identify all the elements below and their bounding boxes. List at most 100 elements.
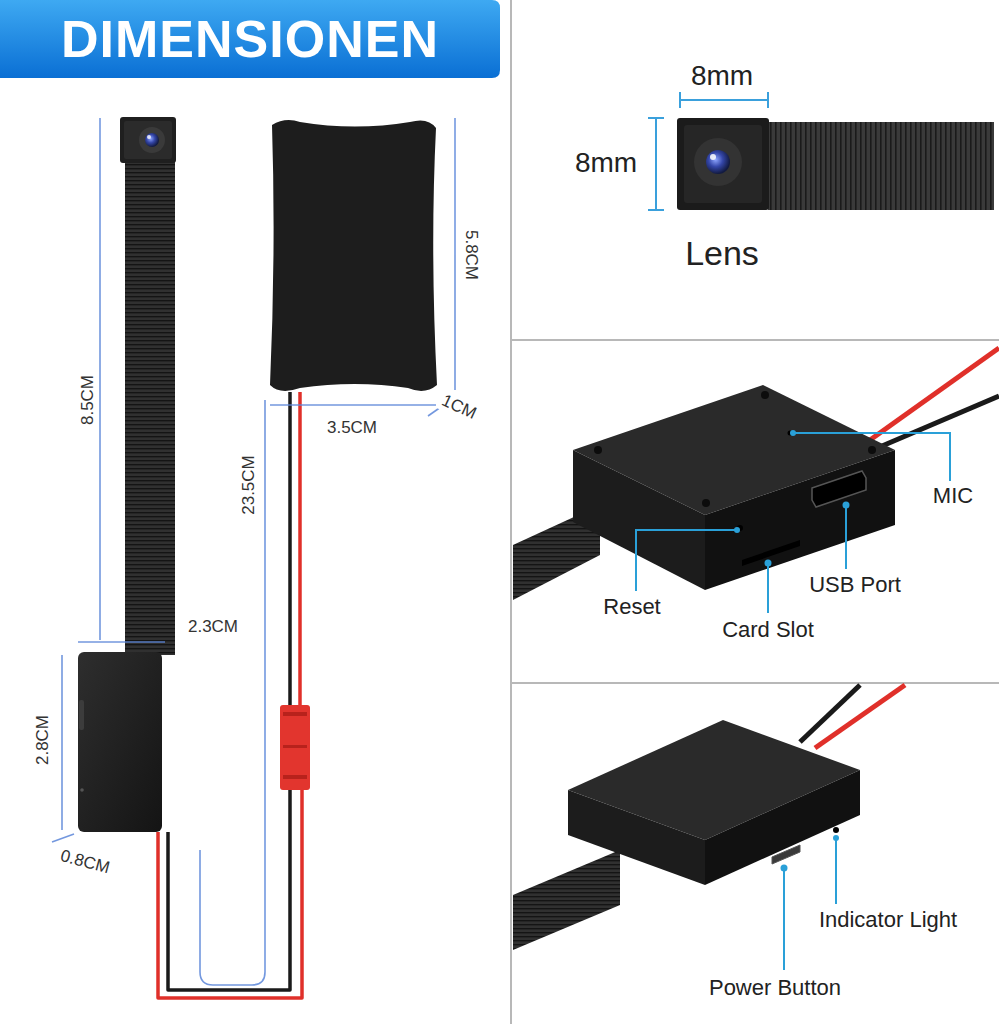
camera-ribbon	[125, 150, 175, 655]
wire-connector	[283, 775, 307, 779]
battery-pack	[270, 120, 437, 391]
leader-dot	[765, 560, 772, 567]
dimension-line	[78, 641, 165, 643]
part-label: USB Port	[806, 572, 904, 597]
board-box-switch	[513, 850, 620, 950]
camera-ribbon	[120, 117, 176, 163]
leader-line	[636, 530, 737, 591]
dimension-line	[99, 118, 101, 640]
board-box-switch	[568, 790, 705, 885]
board-box-ports	[594, 446, 602, 454]
title-banner	[0, 0, 500, 78]
title: DIMENSIONEN	[61, 9, 439, 69]
dimension-label: 5.8CM	[461, 227, 481, 283]
board-box-switch	[800, 685, 860, 742]
leader-dot	[843, 502, 850, 509]
leader-dot	[833, 835, 839, 841]
panel-divider	[511, 0, 999, 1024]
leader-line	[835, 838, 837, 904]
panel-divider	[511, 682, 999, 684]
battery-wires	[288, 392, 292, 705]
dimension-bracket	[655, 118, 657, 210]
control-board	[80, 788, 84, 792]
label-holder: Lens	[682, 234, 762, 273]
dimension-label: 8mm	[688, 60, 756, 92]
leader-line	[636, 433, 950, 970]
label-holder: 0.8CM	[55, 845, 114, 878]
battery-wires	[158, 392, 302, 998]
panel-divider	[510, 0, 512, 1024]
control-board	[78, 652, 162, 832]
dimension-bracket	[767, 92, 769, 108]
wire-connector	[283, 745, 307, 748]
wire-connector	[280, 705, 310, 790]
dimension-line	[52, 834, 74, 842]
label-holder: 5.8CM	[461, 227, 481, 283]
label-holder: 23.5CM	[239, 452, 259, 518]
dimension-label: 0.8CM	[55, 845, 114, 878]
board-box-ports	[742, 540, 800, 566]
board-box-ports	[702, 499, 710, 507]
board-box-ports	[882, 396, 999, 446]
dimension-label: 8.5CM	[78, 372, 98, 428]
dimension-line	[270, 404, 436, 406]
part-label: Lens	[682, 234, 762, 273]
label-holder: Card Slot	[719, 617, 817, 642]
leader-dot	[790, 430, 796, 436]
label-holder: 8mm	[688, 60, 756, 92]
label-holder: 1CM	[436, 389, 482, 424]
camera-ribbon	[147, 135, 151, 139]
leader-line	[767, 563, 769, 613]
dimension-label: 23.5CM	[239, 452, 259, 518]
wire-connector	[280, 705, 310, 790]
lens-closeup	[677, 118, 994, 210]
label-holder: Reset	[600, 594, 663, 619]
leader-dot	[781, 865, 788, 872]
leader-dot	[734, 527, 740, 533]
label-holder: 2.3CM	[185, 617, 241, 637]
camera-ribbon	[145, 133, 159, 147]
dimension-bracket	[648, 117, 664, 119]
board-box-ports	[513, 348, 999, 600]
dimension-label: 3.5CM	[324, 418, 380, 438]
board-box-ports	[573, 450, 705, 590]
label-holder: USB Port	[806, 572, 904, 597]
label-holder: Power Button	[706, 975, 844, 1000]
dimension-bracket	[679, 92, 681, 108]
dimension-bracket	[680, 99, 768, 101]
label-holder: MIC	[930, 483, 976, 508]
board-box-switch	[833, 827, 839, 833]
control-board	[78, 652, 162, 832]
battery-wires	[168, 790, 290, 990]
board-box-switch	[705, 770, 860, 885]
camera-ribbon	[124, 121, 172, 159]
dimension-bracket	[648, 209, 664, 211]
battery-wires	[158, 790, 302, 998]
dimension-label: 1CM	[436, 389, 482, 424]
lens-closeup	[710, 154, 716, 160]
part-label: Card Slot	[719, 617, 817, 642]
part-label: Indicator Light	[816, 907, 960, 932]
lens-closeup	[677, 118, 769, 210]
dimension-line	[61, 655, 63, 830]
board-box-ports	[868, 446, 876, 454]
part-label: Power Button	[706, 975, 844, 1000]
leader-line	[783, 868, 785, 970]
battery-wires	[298, 392, 302, 705]
dimension-label: 2.8CM	[33, 712, 53, 768]
camera-ribbon	[120, 117, 176, 655]
dimension-line	[52, 118, 455, 985]
dimension-line	[200, 400, 265, 985]
battery-pack	[270, 120, 437, 391]
camera-ribbon	[139, 127, 165, 153]
lens-closeup	[706, 150, 730, 174]
dimension-line	[454, 118, 456, 390]
title-banner	[0, 0, 500, 78]
dimension-bracket	[648, 92, 768, 210]
board-box-ports	[812, 471, 866, 507]
lens-closeup	[694, 138, 742, 186]
label-holder: 3.5CM	[324, 418, 380, 438]
label-holder: 8.5CM	[78, 372, 98, 428]
